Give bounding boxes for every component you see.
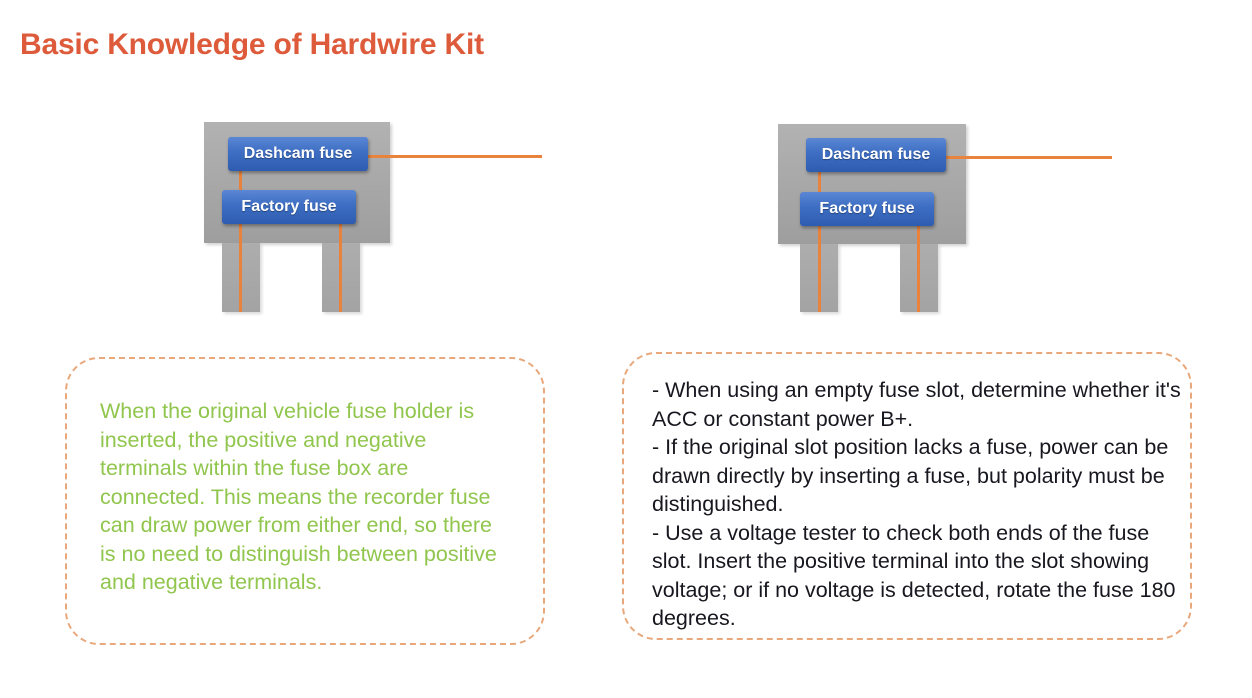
page-title: Basic Knowledge of Hardwire Kit <box>20 28 484 61</box>
wire-dashcam-horizontal <box>364 155 542 158</box>
dashcam-fuse-label: Dashcam fuse <box>243 145 353 162</box>
right-note-box: - When using an empty fuse slot, determi… <box>622 352 1192 640</box>
factory-fuse-chip: Factory fuse <box>800 192 934 226</box>
wire-dashcam-horizontal <box>942 156 1112 159</box>
left-fuse-box-diagram: Dashcam fuse Factory fuse <box>204 122 544 317</box>
factory-fuse-label: Factory fuse <box>241 198 337 215</box>
left-note-box: When the original vehicle fuse holder is… <box>65 357 545 645</box>
wire-dashcam-vertical <box>818 172 821 312</box>
wire-dashcam-vertical <box>239 170 242 312</box>
dashcam-fuse-chip: Dashcam fuse <box>228 137 368 171</box>
dashcam-fuse-label: Dashcam fuse <box>821 146 931 163</box>
dashcam-fuse-chip: Dashcam fuse <box>806 138 946 172</box>
wire-factory-vertical <box>339 222 342 312</box>
wire-factory-vertical <box>917 224 920 312</box>
factory-fuse-label: Factory fuse <box>819 200 915 217</box>
left-note-text: When the original vehicle fuse holder is… <box>100 399 503 594</box>
right-note-text: - When using an empty fuse slot, determi… <box>652 378 1181 630</box>
right-fuse-box-diagram: Dashcam fuse Factory fuse <box>778 124 1118 319</box>
factory-fuse-chip: Factory fuse <box>222 190 356 224</box>
